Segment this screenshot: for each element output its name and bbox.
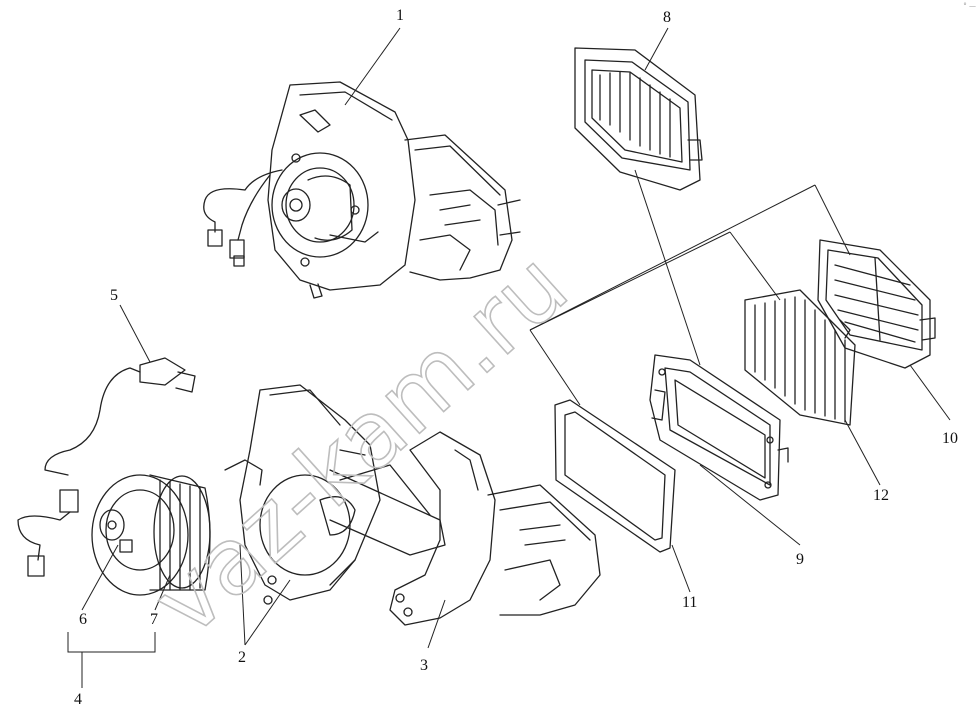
filter-gasket [554,399,676,553]
blower-housing-assembly [203,81,521,299]
filter-grille-cover [817,239,936,369]
cabin-filter-element [744,289,856,426]
callout-7: 7 [150,611,158,628]
callout-8: 8 [663,9,671,26]
callout-1: 1 [396,7,404,24]
filter-housing-frame [649,354,789,501]
callout-3: 3 [420,657,428,674]
callout-12: 12 [873,487,889,504]
callout-6: 6 [79,611,87,628]
leader-lines [67,27,951,688]
housing-left-half [224,384,446,605]
filter-assembly-top [574,47,703,191]
callout-4: 4 [74,691,82,708]
callout-9: 9 [796,551,804,568]
callout-5: 5 [110,287,118,304]
blower-motor [17,474,211,596]
resistor [44,357,196,476]
corner-mark: ° — [963,2,976,10]
housing-right-half [389,431,601,626]
callout-2: 2 [238,649,246,666]
callout-11: 11 [682,594,698,611]
callout-10: 10 [942,430,958,447]
